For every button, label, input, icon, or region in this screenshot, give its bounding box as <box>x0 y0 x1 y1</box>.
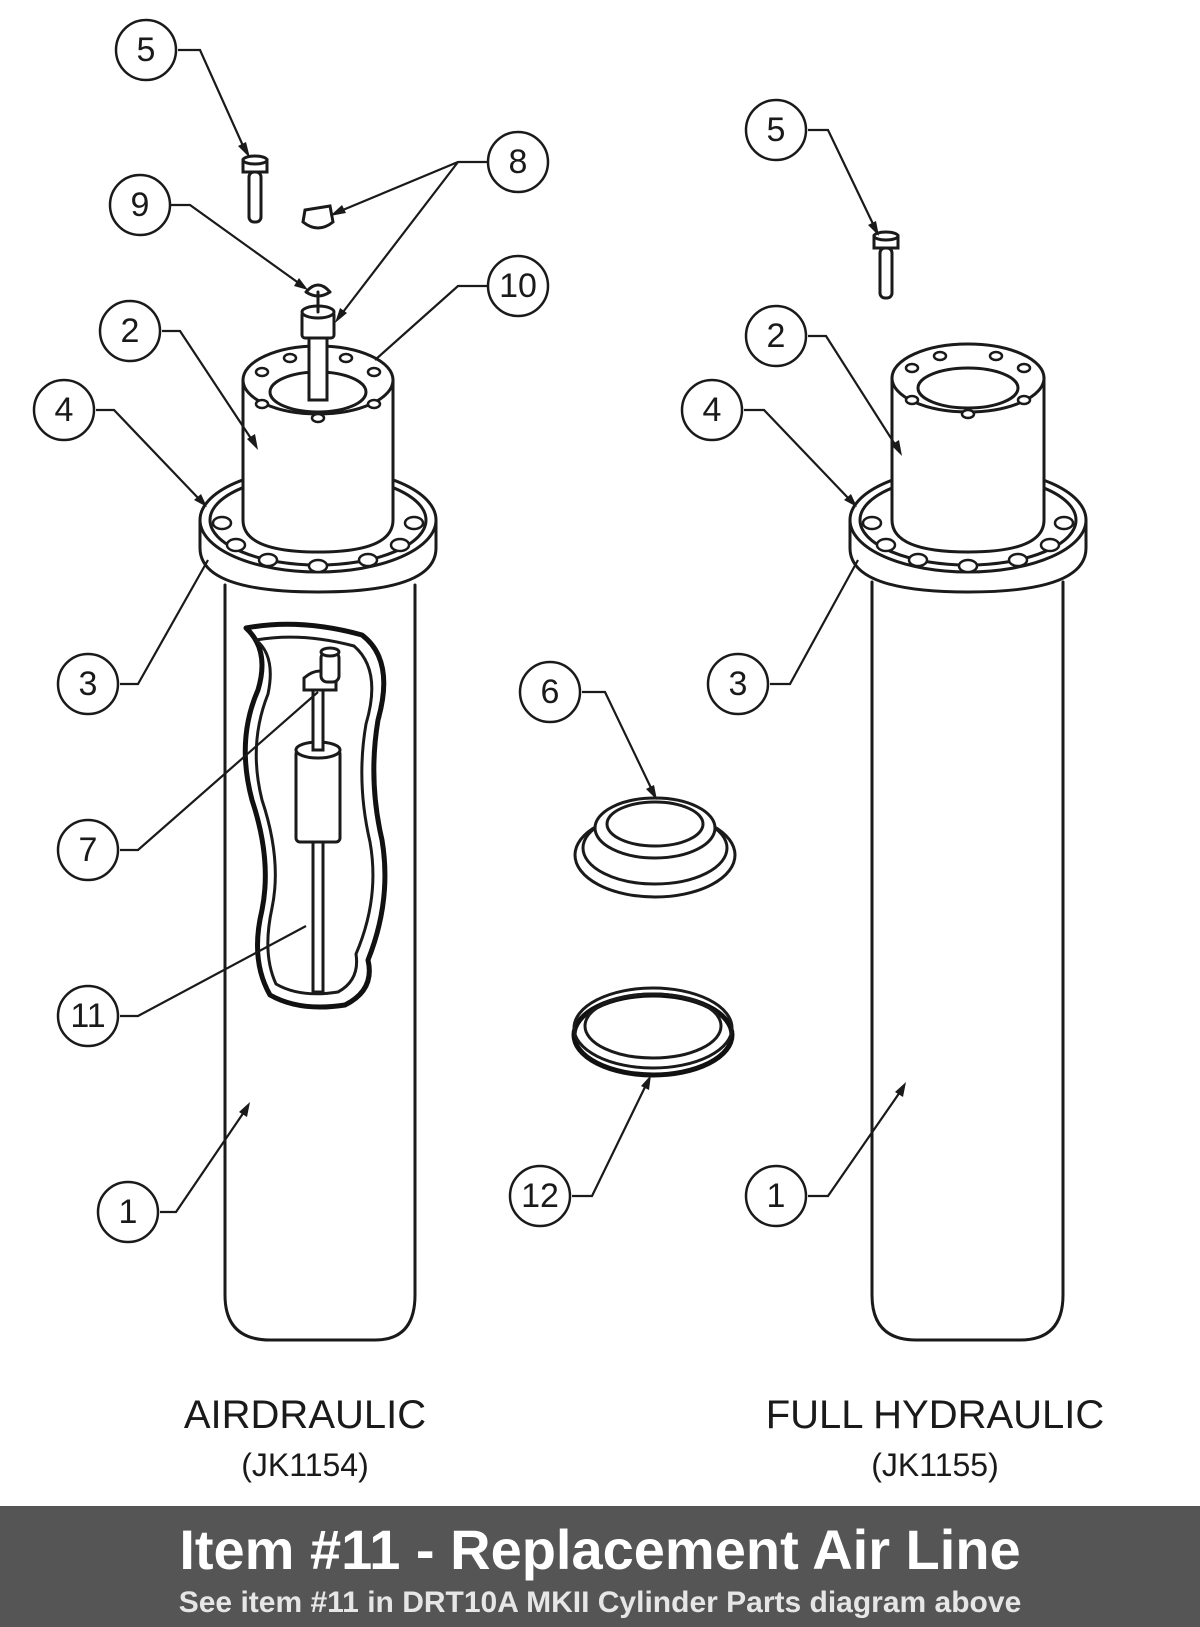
callout-left-11-label: 11 <box>70 997 105 1035</box>
callout-right-4: 4 <box>680 378 744 442</box>
callout-left-7: 7 <box>56 818 120 882</box>
callout-left-7-label: 7 <box>79 831 98 869</box>
callout-left-1-label: 1 <box>119 1193 138 1231</box>
callout-left-8-label: 8 <box>509 143 528 181</box>
callout-center-12-label: 12 <box>521 1177 559 1215</box>
leader-lines <box>96 48 906 1214</box>
callout-left-2: 2 <box>98 299 162 363</box>
callout-left-4-label: 4 <box>55 391 74 429</box>
callout-left-4: 4 <box>32 378 96 442</box>
callout-center-12: 12 <box>508 1164 572 1228</box>
callout-right-5: 5 <box>744 98 808 162</box>
callout-left-3-label: 3 <box>79 665 98 703</box>
callout-left-1: 1 <box>96 1180 160 1244</box>
full-hydraulic-cylinder <box>848 230 1088 1342</box>
callout-left-10-label: 10 <box>499 267 537 305</box>
callout-left-8: 8 <box>486 130 550 194</box>
callout-left-9: 9 <box>108 173 172 237</box>
caption-subtitle: See item #11 in DRT10A MKII Cylinder Par… <box>178 1586 1022 1619</box>
callout-right-2: 2 <box>744 304 808 368</box>
callout-left-11: 11 <box>56 984 120 1048</box>
airdraulic-label: AIRDRAULIC <box>184 1393 426 1437</box>
piston-seal-part-6 <box>573 796 737 899</box>
callout-right-2-label: 2 <box>767 317 786 355</box>
callout-left-5-label: 5 <box>137 31 156 69</box>
callout-center-6: 6 <box>518 660 582 724</box>
callout-right-4-label: 4 <box>703 391 722 429</box>
full-hydraulic-part-number: (JK1155) <box>871 1447 998 1483</box>
callout-right-1: 1 <box>744 1164 808 1228</box>
callout-left-5: 5 <box>114 18 178 82</box>
seal-ring-part-12 <box>571 986 735 1078</box>
callout-right-3: 3 <box>706 652 770 716</box>
cylinder-parts-diagram: 5 8 9 10 2 4 3 7 11 1 6 12 <box>32 18 1105 1483</box>
callout-left-2-label: 2 <box>121 312 140 350</box>
callout-right-1-label: 1 <box>767 1177 786 1215</box>
callout-center-6-label: 6 <box>541 673 560 711</box>
callout-left-10: 10 <box>486 254 550 318</box>
caption-title: Item #11 - Replacement Air Line <box>179 1518 1021 1581</box>
callout-left-3: 3 <box>56 652 120 716</box>
callout-right-5-label: 5 <box>767 111 786 149</box>
airdraulic-cylinder <box>198 154 438 1342</box>
caption-banner: Item #11 - Replacement Air Line See item… <box>0 1506 1200 1627</box>
full-hydraulic-label: FULL HYDRAULIC <box>766 1393 1105 1437</box>
callout-left-9-label: 9 <box>131 186 150 224</box>
callout-right-3-label: 3 <box>729 665 748 703</box>
airdraulic-part-number: (JK1154) <box>241 1447 368 1483</box>
